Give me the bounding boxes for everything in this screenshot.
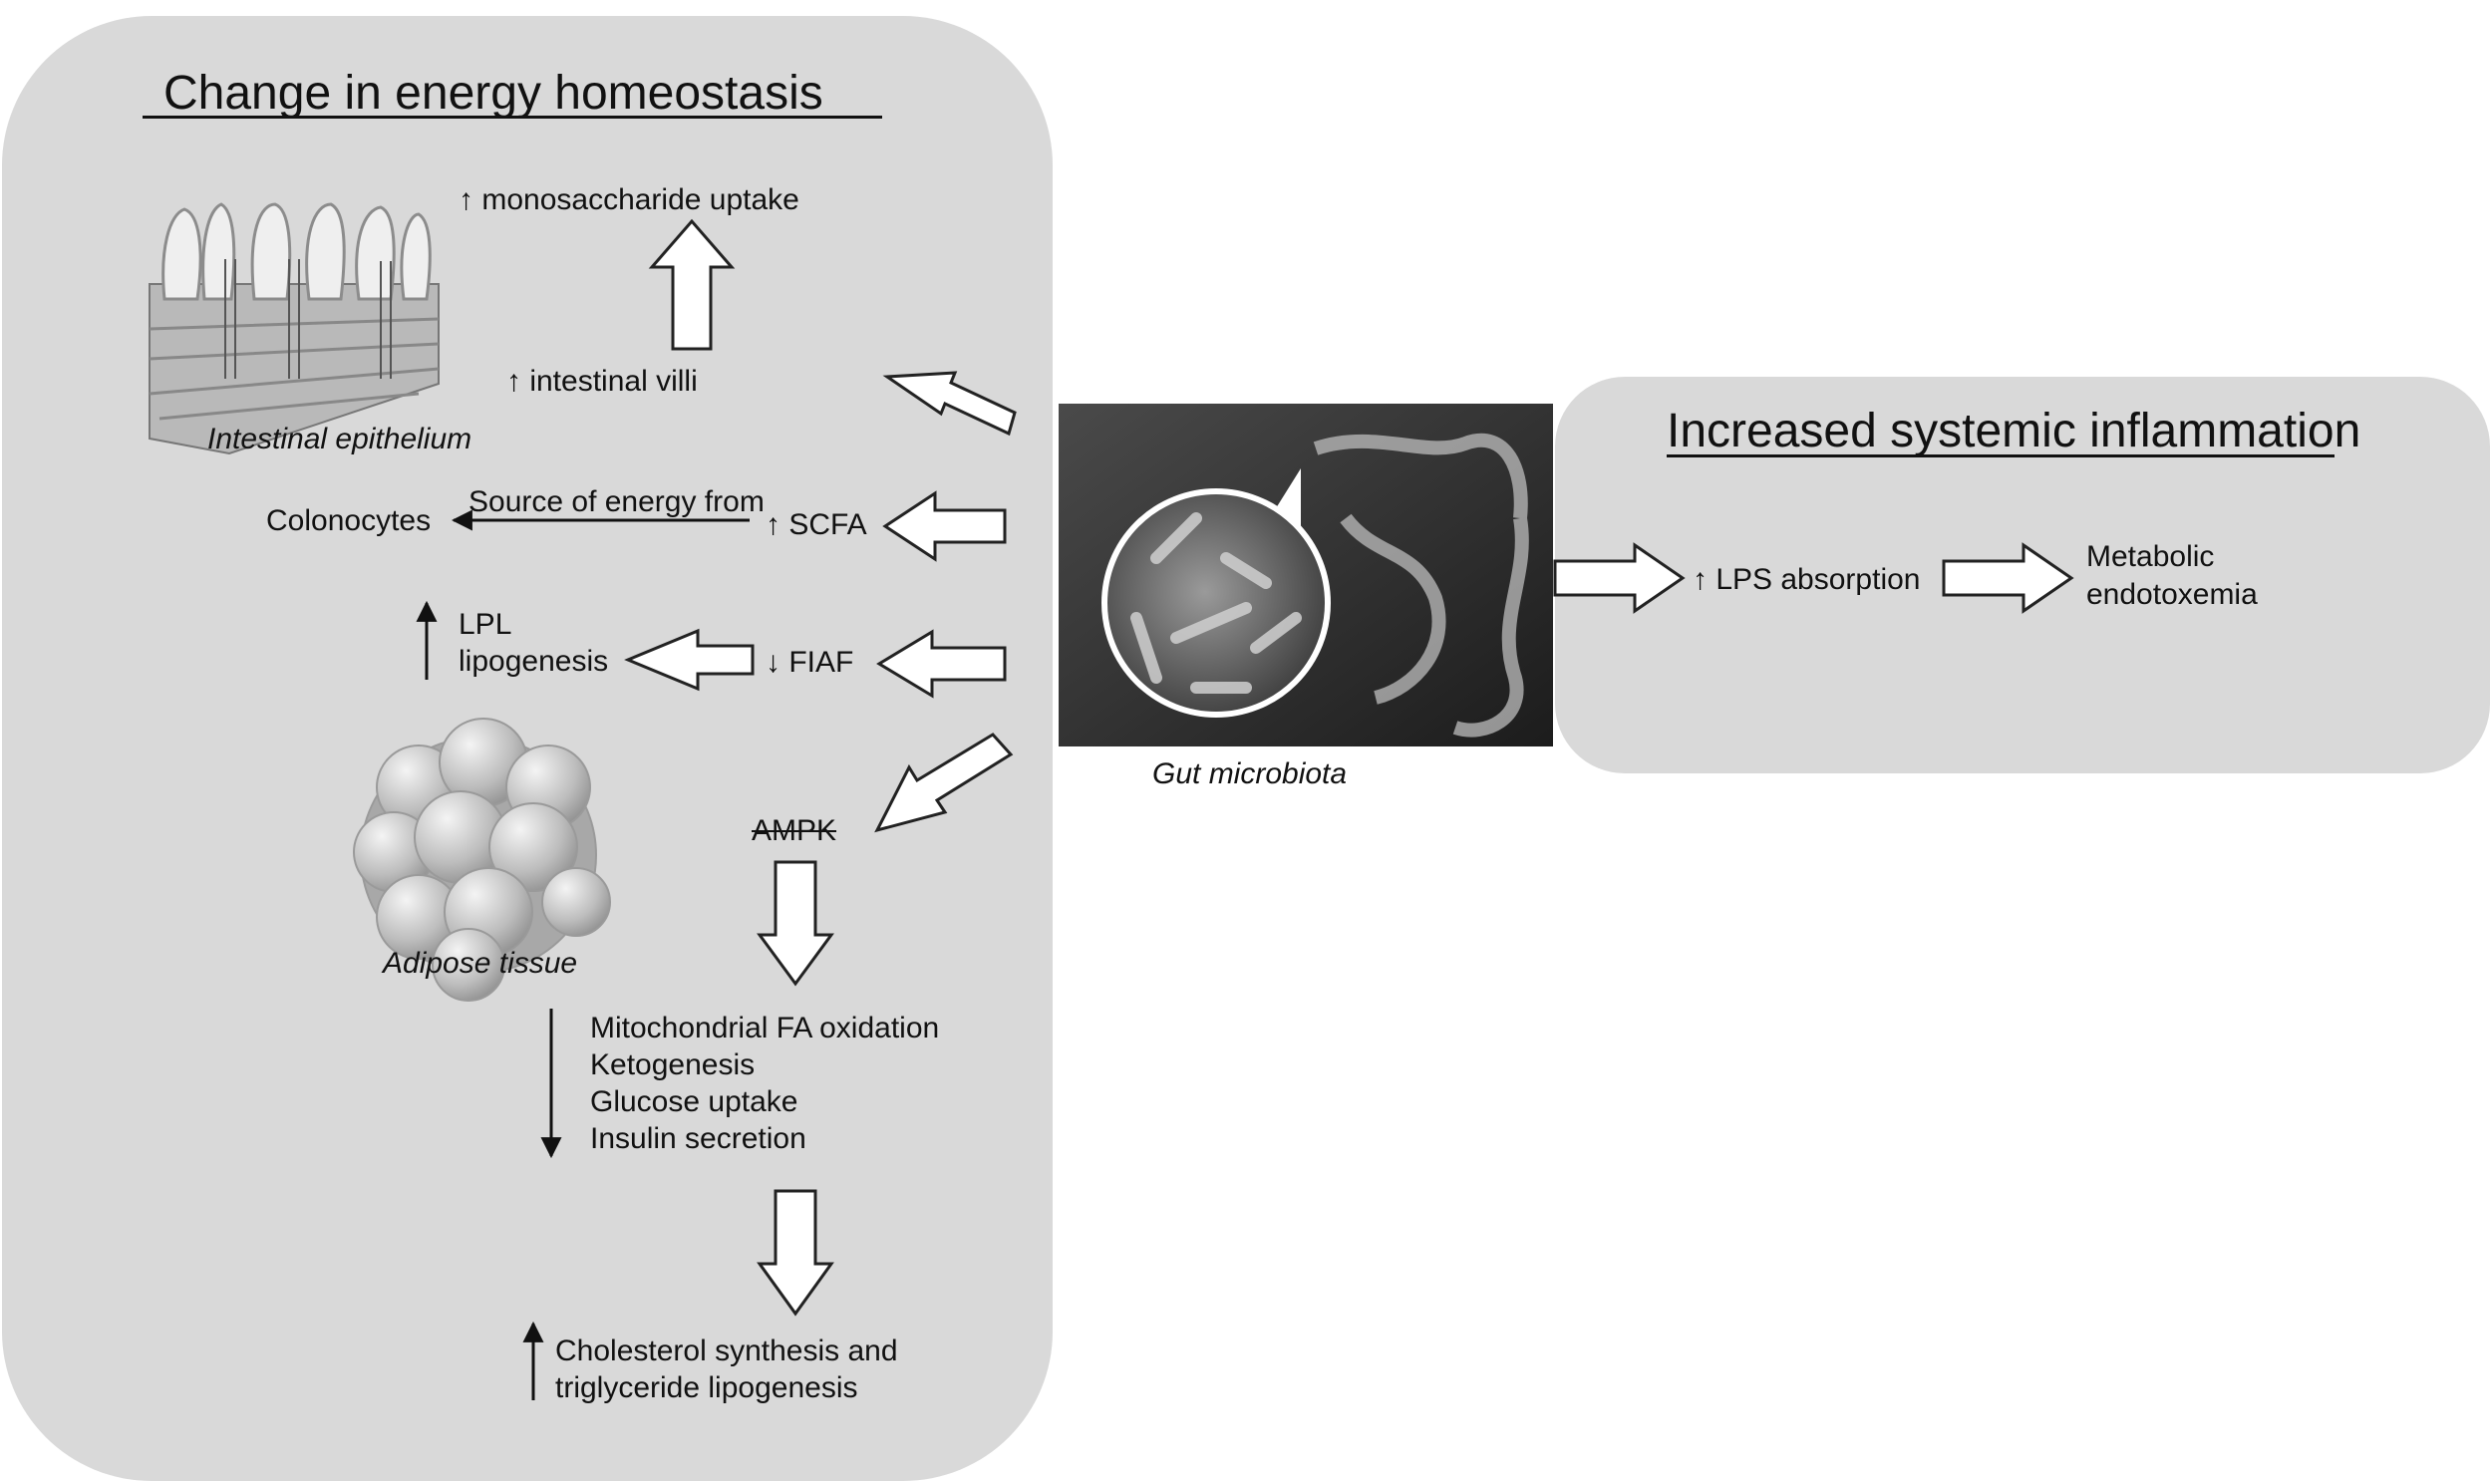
systemic-inflammation-title-underline xyxy=(1667,454,2335,457)
source-of-energy-label: Source of energy from xyxy=(468,485,765,518)
energy-homeostasis-title-underline xyxy=(143,116,882,119)
adipose-tissue-caption: Adipose tissue xyxy=(383,947,578,980)
effect-mitochondrial-fa-oxidation: Mitochondrial FA oxidation xyxy=(590,1012,940,1044)
monosaccharide-uptake-label: ↑ monosaccharide uptake xyxy=(459,183,799,216)
gut-microbiota-image xyxy=(1059,404,1553,746)
lipogenesis-label: lipogenesis xyxy=(459,645,609,678)
cholesterol-synthesis-label: Cholesterol synthesis and xyxy=(555,1335,898,1367)
fiaf-label: ↓ FIAF xyxy=(766,646,854,679)
gut-microbiota-caption: Gut microbiota xyxy=(1152,757,1348,790)
intestinal-epithelium-caption: Intestinal epithelium xyxy=(207,423,472,455)
metabolic-label: Metabolic xyxy=(2086,540,2215,573)
scfa-label: ↑ SCFA xyxy=(766,508,867,541)
effect-ketogenesis: Ketogenesis xyxy=(590,1048,756,1081)
lps-absorption-label: ↑ LPS absorption xyxy=(1693,563,1921,596)
intestinal-villi-label: ↑ intestinal villi xyxy=(506,365,698,398)
effect-glucose-uptake: Glucose uptake xyxy=(590,1085,798,1118)
systemic-inflammation-title: Increased systemic inflammation xyxy=(1667,405,2361,457)
colonocytes-label: Colonocytes xyxy=(266,504,432,537)
ampk-label: AMPK xyxy=(752,814,837,847)
energy-homeostasis-panel xyxy=(2,16,1053,1481)
energy-homeostasis-title: Change in energy homeostasis xyxy=(163,67,823,120)
triglyceride-lipogenesis-label: triglyceride lipogenesis xyxy=(555,1371,858,1404)
endotoxemia-label: endotoxemia xyxy=(2086,578,2258,611)
effect-insulin-secretion: Insulin secretion xyxy=(590,1122,806,1155)
lpl-label: LPL xyxy=(459,608,512,641)
